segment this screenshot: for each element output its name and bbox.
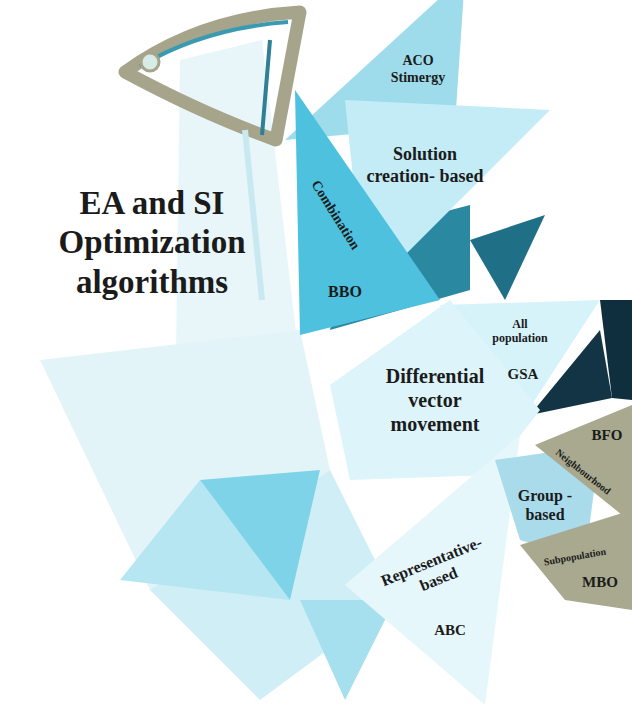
truss-accent (140, 22, 288, 66)
algorithm-label: ACO Stimergy (381, 53, 456, 87)
triangle-facet: CombinationBBO (290, 85, 450, 340)
facet-fill (345, 435, 520, 705)
algorithm-label: ABC (420, 621, 480, 639)
dark-facet (600, 300, 632, 400)
category-label: All population (485, 317, 555, 346)
truss-joint (141, 53, 159, 71)
facet-fill (535, 405, 632, 523)
category-label: Group -based (510, 486, 580, 524)
cyan-facet (200, 470, 320, 600)
diagram-title: EA and SI Optimization algorithms (10, 184, 295, 303)
algorithm-label: MBO (576, 573, 624, 591)
algorithm-label: BBO (315, 282, 375, 301)
teal-facet (470, 215, 545, 300)
category-label: Differential vector movement (365, 364, 505, 436)
algorithm-label: GSA (498, 365, 548, 383)
facet-fill (295, 90, 440, 335)
algorithm-label: BFO (585, 426, 629, 444)
facet-shape (290, 85, 450, 340)
truss-frame (125, 12, 300, 140)
triangle-facet: Representative- basedABC (345, 435, 525, 707)
glass-edge (245, 130, 262, 300)
category-label: Solution creation- based (365, 144, 485, 187)
facet-fill (520, 510, 632, 610)
truss-accent (262, 40, 270, 135)
